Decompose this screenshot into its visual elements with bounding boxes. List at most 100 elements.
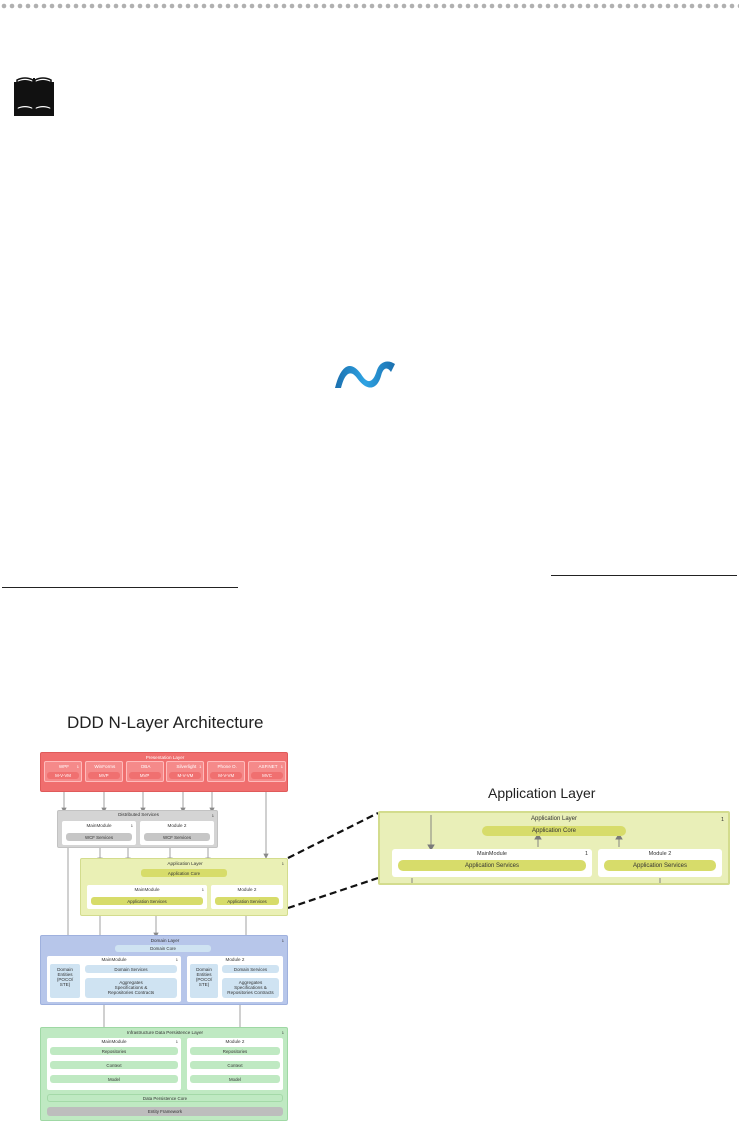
dom-module-main-name: MainModule [101,957,127,962]
dom-module-2-name: Module 2 [225,957,245,962]
dom-module-2-aggregates: Aggregates Specifications & Repositories… [222,978,279,998]
aggregates-line-3: Repositories Contracts [227,990,274,995]
ds-module-main-service: WCF Services [66,833,132,841]
zoom-module-main: MainModule 1 Application Services [392,849,592,877]
client-badge: 1 [280,764,283,769]
ds-module-2: Module 2 WCF Services [140,821,214,845]
client-name: Phone O. [217,764,237,769]
aggregates-line-2: Specifications & [234,985,267,990]
infra-main-model: Model [50,1075,178,1083]
dom-module-main-badge: 1 [175,957,178,962]
infra-module-main: MainModule 1 Repositories Context Model [47,1038,181,1090]
app-module-2: Module 2 Application Services [211,885,283,909]
client-pattern: MVC [251,772,283,779]
infra-m2-repositories: Repositories [190,1047,280,1055]
aggregates-line-3: Repositories Contracts [107,990,155,995]
app-module-main-service: Application Services [91,897,203,905]
aggregates-line-1: Aggregates [238,980,263,985]
client-pattern: MVP [87,772,120,779]
zoom-application-core: Application Core [482,826,626,836]
ds-module-2-name: Module 2 [167,823,187,828]
application-core: Application Core [141,869,227,877]
dotnet-logo-icon [335,361,395,388]
data-persistence-core: Data Persistence Core [47,1094,283,1102]
client-badge: 1 [76,764,79,769]
domain-layer-label: Domain Layer [150,938,180,943]
entities-line-3: (POCO/ [56,977,74,982]
zoom-module-main-name: MainModule [477,851,507,857]
app-module-2-service: Application Services [215,897,279,905]
infra-m2-context: Context [190,1061,280,1069]
application-layer-badge: 1 [281,861,284,866]
domain-layer: Domain Layer 1 Domain Core MainModule 1 … [40,935,288,1005]
link-underline-2[interactable] [2,587,238,588]
entities-line-2: Entities [196,972,212,977]
entities-line-1: Domain [57,967,73,972]
zoom-module-2-service: Application Services [604,860,716,871]
dotted-top-rule [0,2,739,10]
application-layer-label: Application Layer [167,861,203,866]
infra-module-2-name: Module 2 [225,1039,245,1044]
dom-module-2: Module 2 Domain Entities (POCO/ STE) Dom… [187,956,283,1002]
client-name: ASP.NET [258,764,278,769]
dom-module-main-aggregates: Aggregates Specifications & Repositories… [85,978,177,998]
ds-module-main: MainModule 1 WCF Services [62,821,136,845]
dom-module-main-services: Domain Services [85,965,177,973]
client-pattern: MVP [128,772,161,779]
aggregates-line-1: Aggregates [119,980,143,985]
zoom-arrows [411,815,661,883]
distributed-services-label: Distributed Services [118,812,159,817]
client-pattern: M-V-VM [169,772,202,779]
zoom-layer-label: Application Layer [530,816,578,822]
dom-module-main-entities: Domain Entities (POCO/ STE) [50,964,80,998]
zoom-title: Application Layer [488,785,596,801]
client-5: Phone O.M-V-VM [207,761,246,782]
domain-core: Domain Core [115,945,211,952]
client-name: WPF [58,764,70,769]
entities-line-3: (POCO/ [195,977,213,982]
entities-line-1: Domain [196,967,212,972]
infrastructure-layer: Infrastructure Data Persistence Layer 1 … [40,1027,288,1121]
distributed-services-layer: Distributed Services 1 MainModule 1 WCF … [57,810,218,848]
zoom-module-2: Module 2 Application Services [598,849,722,877]
entities-line-4: STE) [198,982,210,987]
entity-framework: Entity Framework [47,1107,283,1116]
infra-module-2: Module 2 Repositories Context Model [187,1038,283,1090]
ds-module-main-badge: 1 [130,823,133,828]
app-module-2-name: Module 2 [237,887,257,892]
aggregates-line-2: Specifications & [114,985,148,990]
dom-module-2-entities: Domain Entities (POCO/ STE) [190,964,218,998]
app-module-main-name: MainModule [134,887,160,892]
infra-m2-model: Model [190,1075,280,1083]
zoom-module-main-service: Application Services [398,860,586,871]
infrastructure-layer-badge: 1 [281,1030,284,1035]
link-underline-1[interactable] [551,575,737,576]
client-name: WinForms [94,764,116,769]
zoom-application-layer: Application Layer 1 Application Core Mai… [378,811,730,885]
infra-module-main-name: MainModule [101,1039,127,1044]
zoom-layer-badge: 1 [720,817,724,823]
diagram-title: DDD N-Layer Architecture [67,713,264,732]
entities-line-4: STE) [59,982,71,987]
app-module-main: MainModule 1 Application Services [87,885,207,909]
ds-module-2-service: WCF Services [144,833,210,841]
client-name: Silverlight [176,764,197,769]
dom-module-main: MainModule 1 Domain Entities (POCO/ STE)… [47,956,181,1002]
infrastructure-layer-label: Infrastructure Data Persistence Layer [126,1030,204,1035]
client-pattern: M-V-VM [47,772,79,779]
zoom-module-2-name: Module 2 [648,851,672,857]
infra-main-context: Context [50,1061,178,1069]
infra-main-repositories: Repositories [50,1047,178,1055]
distributed-services-badge: 1 [211,813,214,818]
domain-layer-badge: 1 [281,938,284,943]
infra-module-main-badge: 1 [175,1039,178,1044]
book-icon [14,77,54,116]
app-module-main-badge: 1 [201,887,204,892]
entities-line-2: Entities [57,972,73,977]
dom-module-2-services: Domain Services [222,965,279,973]
